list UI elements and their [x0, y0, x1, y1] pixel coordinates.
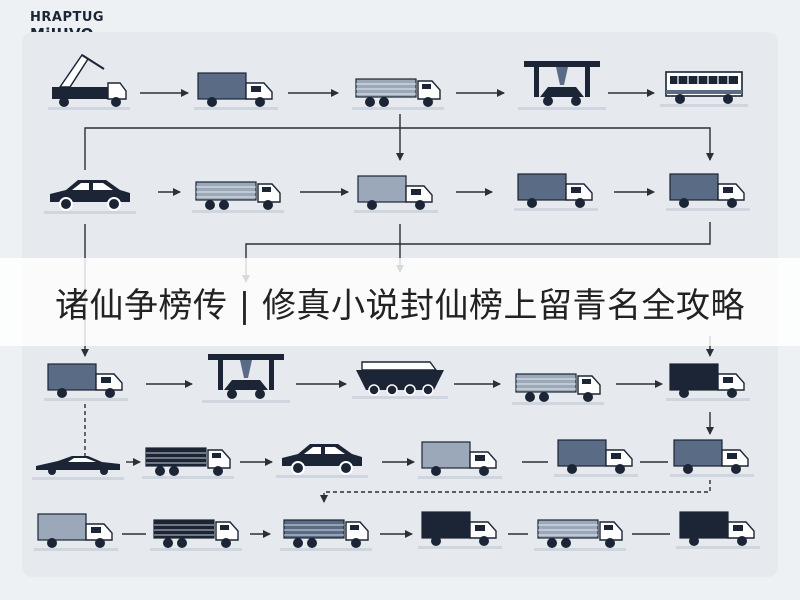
row-4 [32, 439, 755, 480]
row-3 [43, 354, 751, 406]
row-1 [47, 54, 749, 111]
row-2 [43, 173, 751, 215]
brand-line-1: HRAPTUG [30, 10, 105, 25]
row-5 [33, 511, 761, 552]
dashed-connector [320, 480, 711, 503]
banner-title: 诸仙争榜传 | 修真小说封仙榜上留青名全攻略 [54, 285, 746, 326]
title-banner: 诸仙争榜传 | 修真小说封仙榜上留青名全攻略 [0, 258, 800, 346]
connector-line [84, 127, 714, 170]
